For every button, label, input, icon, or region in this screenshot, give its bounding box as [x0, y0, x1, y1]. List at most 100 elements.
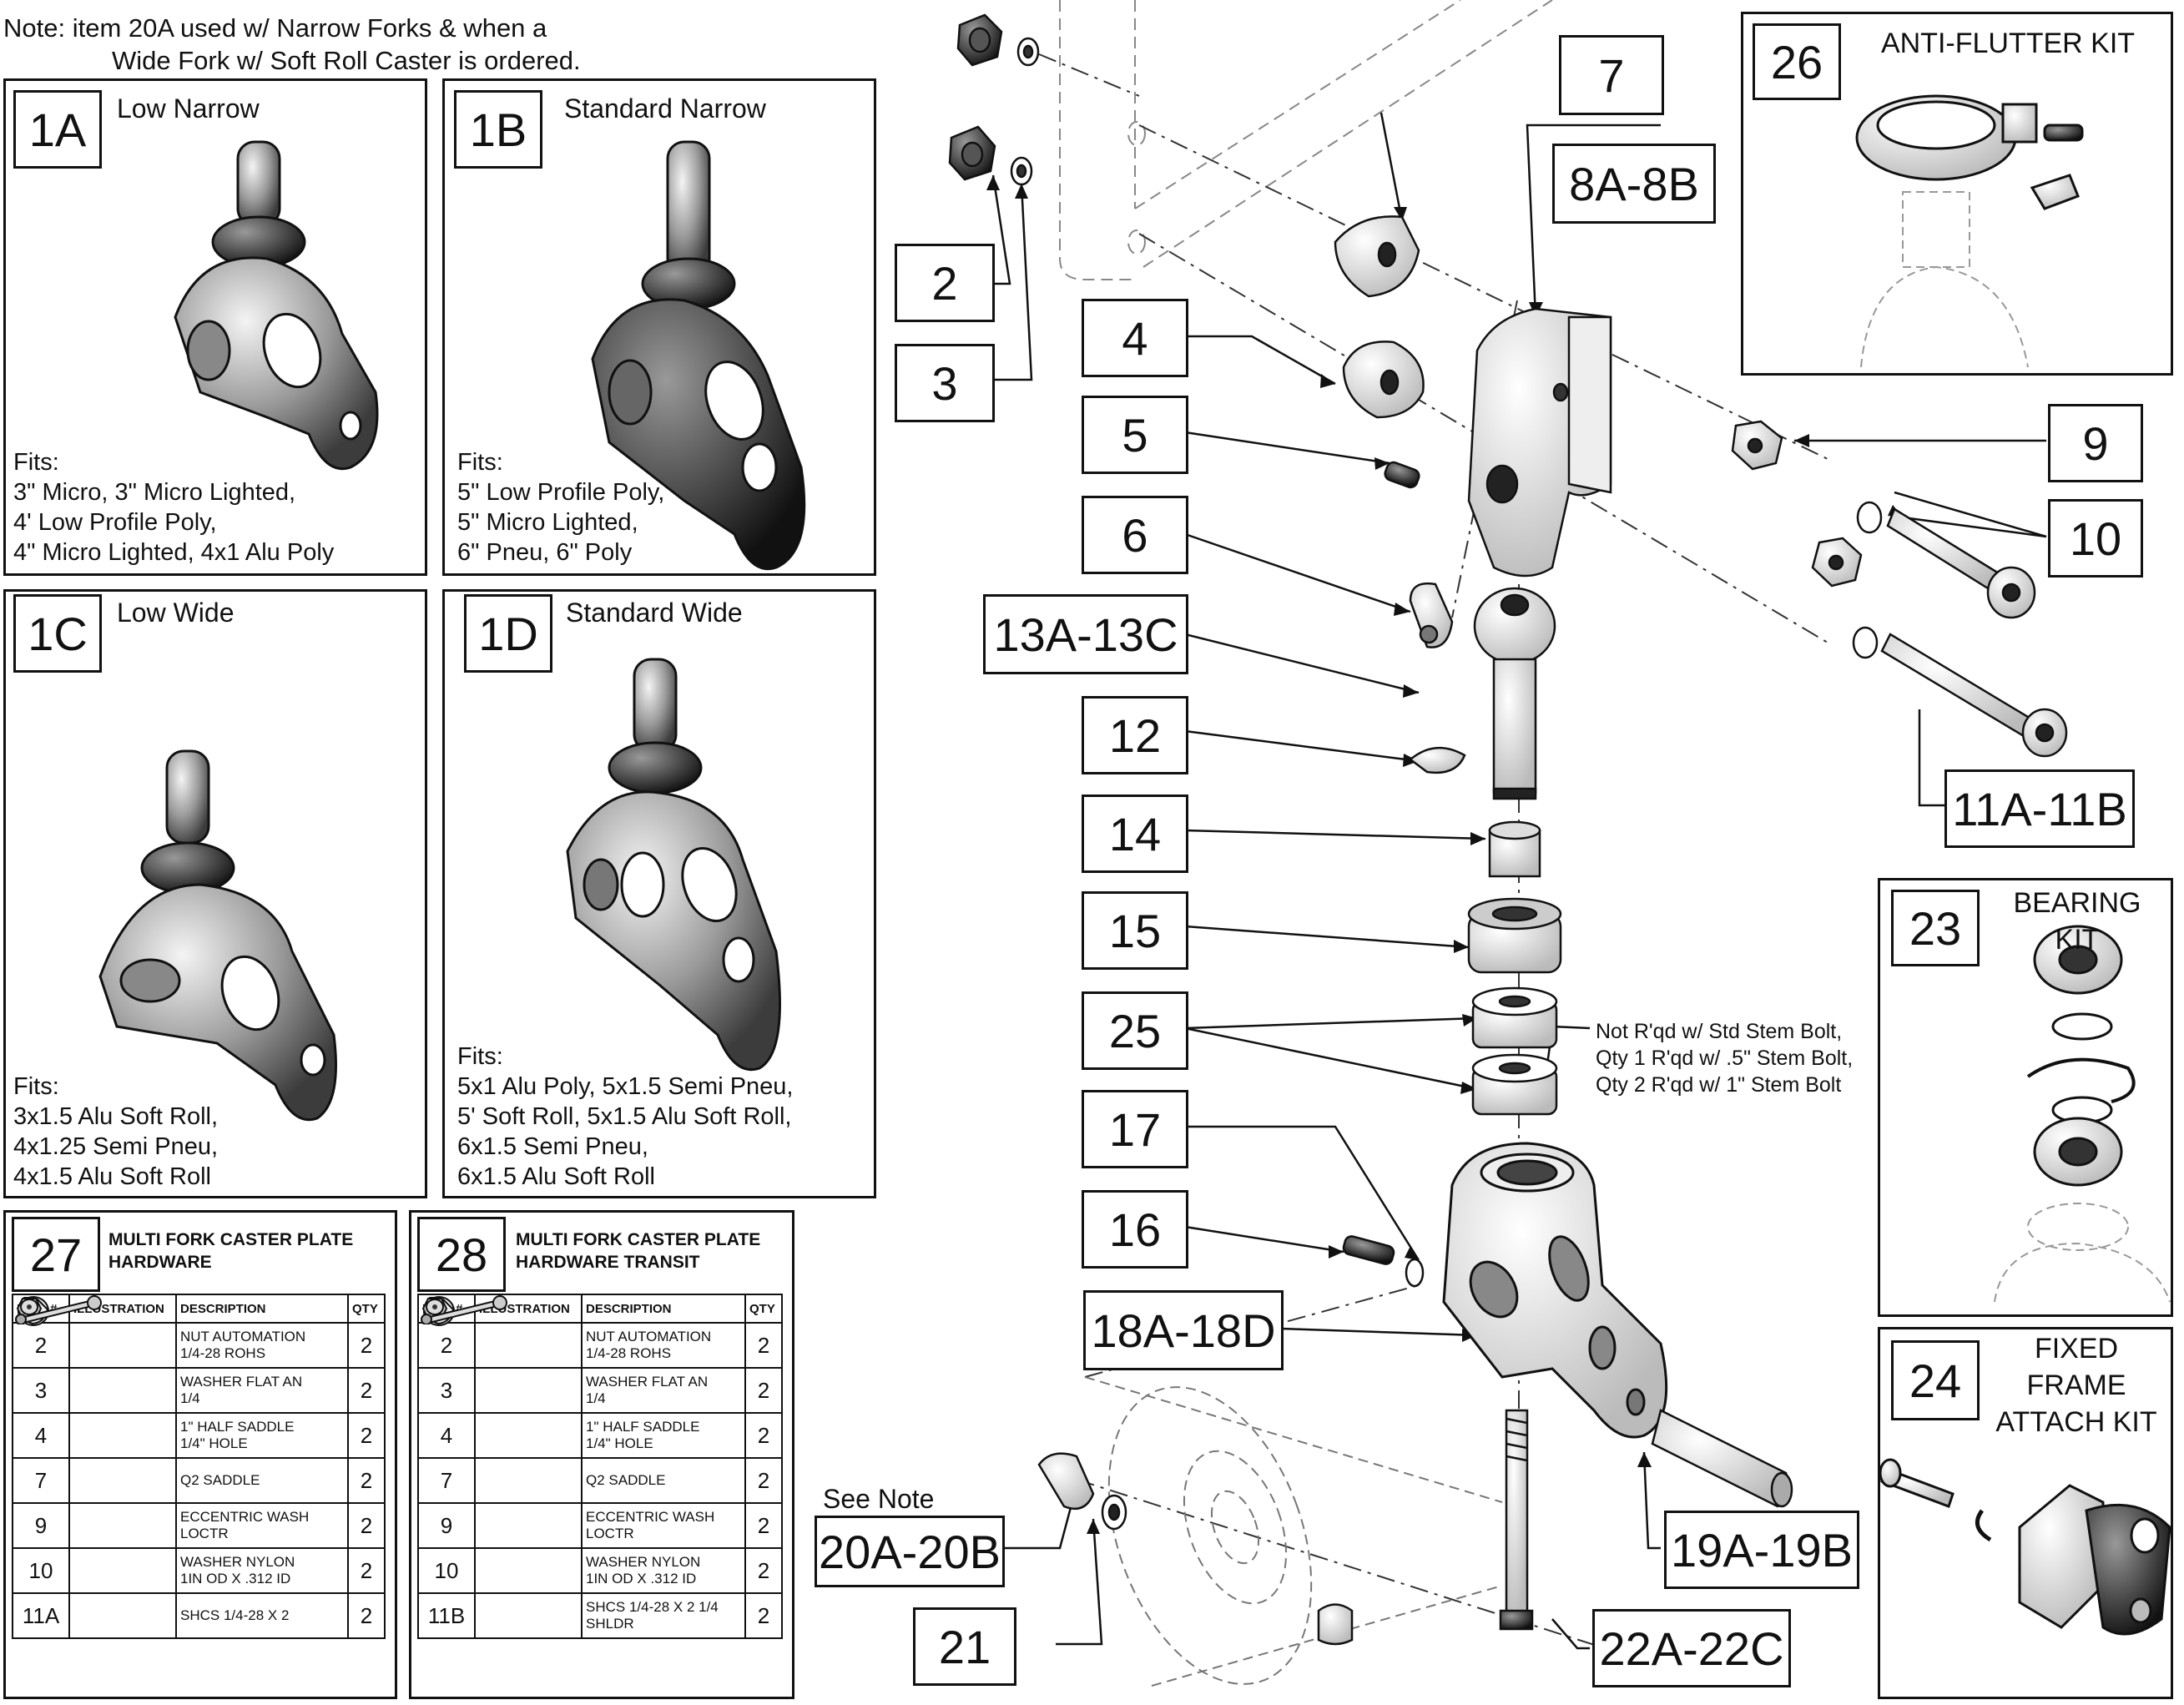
- fits-line: 5x1 Alu Poly, 5x1.5 Semi Pneu,: [457, 1073, 794, 1100]
- illustration-cell: [16, 1298, 177, 1549]
- item-number: 2: [12, 1322, 70, 1369]
- callout-22a-22c: 22A-22C: [1592, 1609, 1791, 1687]
- fits-line: 5' Soft Roll, 5x1.5 Alu Soft Roll,: [457, 1103, 792, 1130]
- description-line: 1IN OD X .312 ID: [586, 1571, 697, 1586]
- description-line: 1/4-28 ROHS: [180, 1345, 266, 1361]
- callout-20a-20b: 20A-20B: [815, 1516, 1005, 1587]
- description-line: 1/4: [180, 1390, 200, 1406]
- item-number: 4: [417, 1412, 476, 1459]
- description-line: SHLDR: [586, 1616, 634, 1632]
- title-line: MULTI FORK CASTER PLATE: [108, 1230, 354, 1249]
- callout-4: 4: [1082, 299, 1188, 377]
- description-line: 1" HALF SADDLE: [586, 1419, 700, 1435]
- callout-2: 2: [895, 244, 995, 322]
- frame-tube-outline: [1059, 0, 1553, 280]
- hardware-table-28-title: MULTI FORK CASTER PLATE HARDWARE TRANSIT: [516, 1228, 760, 1274]
- illustration-cell: [423, 1297, 583, 1369]
- bearing-kit-title: BEARING KIT: [2013, 887, 2141, 956]
- e-clip: [1408, 746, 1466, 774]
- col-qty: QTY: [744, 1294, 783, 1324]
- qty: 2: [744, 1457, 783, 1504]
- fits-line: 6x1.5 Semi Pneu,: [457, 1133, 648, 1160]
- qty: 2: [744, 1412, 783, 1459]
- callout-17: 17: [1082, 1090, 1188, 1168]
- item-number: 4: [12, 1412, 70, 1459]
- callout-12: 12: [1082, 696, 1188, 774]
- fixed-frame-drawing: [1879, 1458, 2171, 1636]
- col-illustration: ILLUSTRATION: [474, 1294, 583, 1324]
- item-number: 7: [12, 1457, 70, 1504]
- item-number: 11A: [12, 1592, 70, 1639]
- title-line: HARDWARE: [108, 1253, 212, 1272]
- description-line: WASHER NYLON: [180, 1554, 295, 1570]
- description-line: 1/4-28 ROHS: [586, 1345, 672, 1361]
- description-cell: Q2 SADDLE: [581, 1457, 746, 1504]
- stem-note-line: Qty 2 R'qd w/ 1" Stem Bolt: [1596, 1073, 1842, 1097]
- qty: 2: [744, 1547, 783, 1594]
- fits-label: Fits:: [457, 1043, 503, 1070]
- panel-1c-id: 1C: [13, 594, 102, 673]
- panel-1a: [3, 78, 427, 576]
- panel-1d-fits: Fits: 5x1 Alu Poly, 5x1.5 Semi Pneu, 5' …: [457, 1042, 793, 1192]
- fits-label: Fits:: [13, 1073, 59, 1100]
- illustration-cell: [18, 1298, 177, 1504]
- callout-10: 10: [2048, 499, 2143, 578]
- panel-1c: [3, 589, 427, 1198]
- callout-9: 9: [2048, 404, 2143, 482]
- anti-flutter-kit-title: ANTI-FLUTTER KIT: [1880, 28, 2136, 59]
- qty: 2: [744, 1367, 783, 1414]
- col-illustration: ILLUSTRATION: [68, 1294, 177, 1324]
- stem-note-line: Qty 1 R'qd w/ .5" Stem Bolt,: [1596, 1047, 1854, 1070]
- fits-line: 4x1.5 Alu Soft Roll: [13, 1163, 211, 1190]
- description-line: 1" HALF SADDLE: [180, 1419, 295, 1435]
- fits-label: Fits:: [457, 449, 503, 476]
- bearing-kit-panel: [1878, 878, 2173, 1317]
- callout-7: 7: [1559, 35, 1664, 115]
- illustration-cell: [426, 1299, 583, 1594]
- callout-3: 3: [895, 344, 995, 422]
- title-line: MULTI FORK CASTER PLATE: [516, 1230, 761, 1249]
- illustration-cell: [20, 1299, 177, 1594]
- qty: 2: [347, 1547, 386, 1594]
- col-qty: QTY: [347, 1294, 386, 1324]
- callout-5: 5: [1082, 396, 1188, 474]
- fits-line: 5" Low Profile Poly,: [457, 479, 665, 506]
- item-number: 9: [12, 1502, 70, 1549]
- description-line: Q2 SADDLE: [586, 1472, 666, 1488]
- title-line: ATTACH KIT: [1995, 1406, 2157, 1438]
- qty: 2: [744, 1502, 783, 1549]
- item-number: 10: [12, 1547, 70, 1594]
- description-line: Q2 SADDLE: [180, 1472, 260, 1488]
- fits-line: 4" Micro Lighted, 4x1 Alu Poly: [13, 539, 335, 566]
- illustration-cell: [423, 1296, 583, 1459]
- panel-1b: [442, 78, 876, 576]
- panel-1d: [442, 589, 876, 1198]
- callout-25: 25: [1082, 991, 1188, 1070]
- fits-line: 4x1.25 Semi Pneu,: [13, 1133, 219, 1160]
- fork-1d-drawing: [566, 658, 781, 1071]
- stem-bolt-note: Not R'qd w/ Std Stem Bolt, Qty 1 R'qd w/…: [1596, 1018, 1853, 1098]
- title-line: FIXED FRAME: [2026, 1333, 2126, 1401]
- description-cell: SHCS 1/4-28 X 2: [175, 1592, 349, 1639]
- callout-6: 6: [1082, 496, 1188, 574]
- description-line: NUT AUTOMATION: [180, 1329, 306, 1344]
- description-cell: Q2 SADDLE: [175, 1457, 349, 1504]
- hardware-table-28-id: 28: [417, 1217, 506, 1292]
